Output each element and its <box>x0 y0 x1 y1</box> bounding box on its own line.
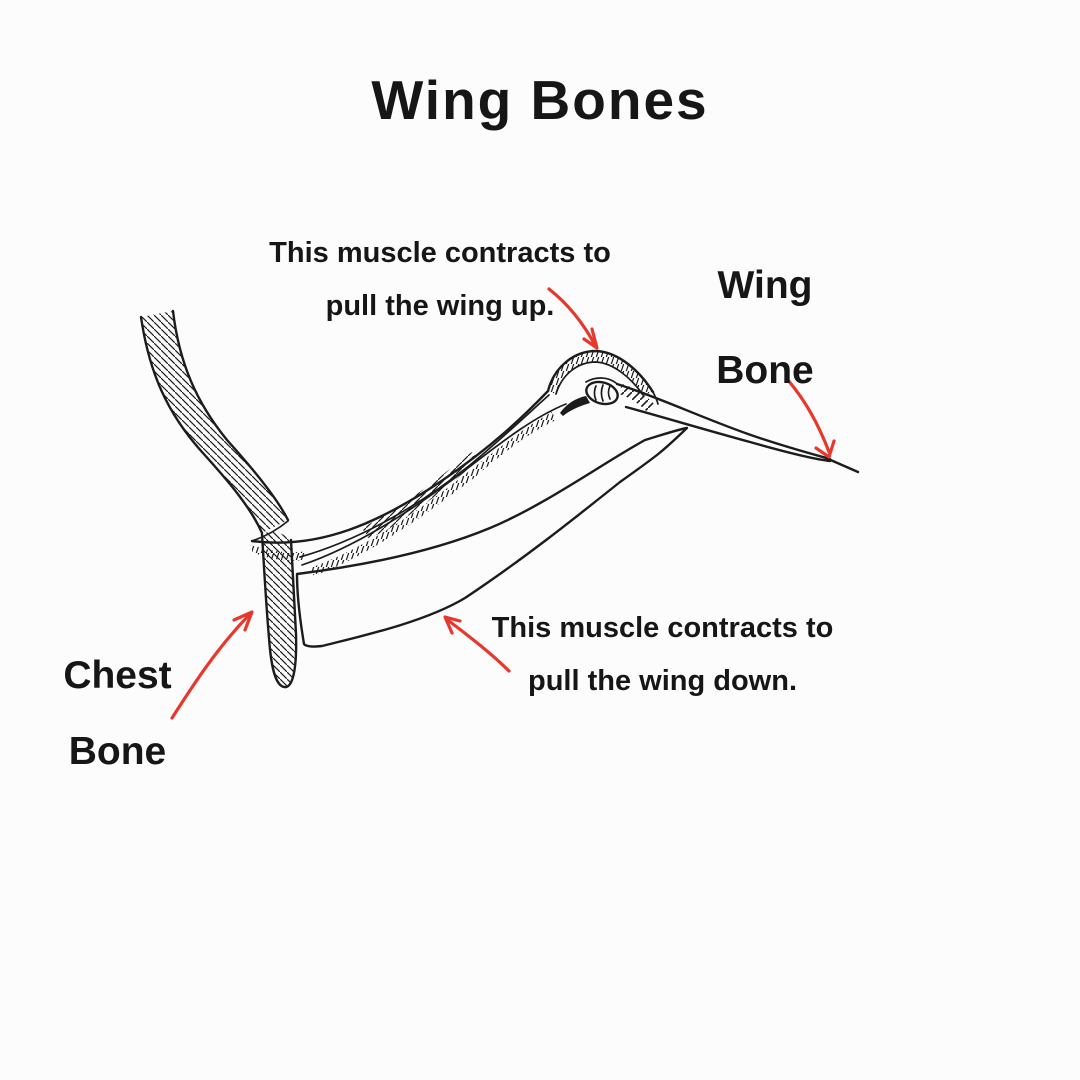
arrow-lower-muscle <box>443 615 511 673</box>
upper-muscle-annotation: This muscle contracts to pull the wing u… <box>240 227 640 333</box>
page-title: Wing Bones <box>371 69 709 131</box>
wing-bone-sketch <box>615 382 860 474</box>
arrow-chest-bone <box>170 610 254 720</box>
arrow-upper-muscle <box>547 287 599 350</box>
upper-muscle-tendon-sketch <box>301 403 567 576</box>
upper-muscle-annotation-line2: pull the wing up. <box>325 290 555 322</box>
lower-muscle-sketch <box>295 426 689 648</box>
chest-bone-sketch <box>260 531 298 689</box>
upper-muscle-annotation-line1: This muscle contracts to <box>269 237 611 269</box>
chest-bone-label-line2: Bone <box>68 730 167 773</box>
body-contour-sketch <box>250 389 550 561</box>
chest-bone-label-line1: Chest <box>63 654 172 697</box>
shoulder-arch-sketch <box>546 349 659 414</box>
lower-muscle-annotation-line1: This muscle contracts to <box>491 612 834 644</box>
tendon-attachment-spot <box>560 396 590 416</box>
lower-muscle-annotation-line2: pull the wing down. <box>527 665 797 697</box>
shoulder-joint-sketch <box>560 377 619 416</box>
wishbone-sketch <box>139 309 290 542</box>
chest-bone-label: Chest Bone <box>25 638 210 790</box>
lower-muscle-annotation: This muscle contracts to pull the wing d… <box>475 602 850 708</box>
arrow-wing-bone <box>785 377 836 459</box>
wing-bone-label: Wing Bone <box>680 243 850 413</box>
wing-bone-label-line2: Bone <box>716 349 814 392</box>
wing-bone-label-line1: Wing <box>717 264 813 307</box>
